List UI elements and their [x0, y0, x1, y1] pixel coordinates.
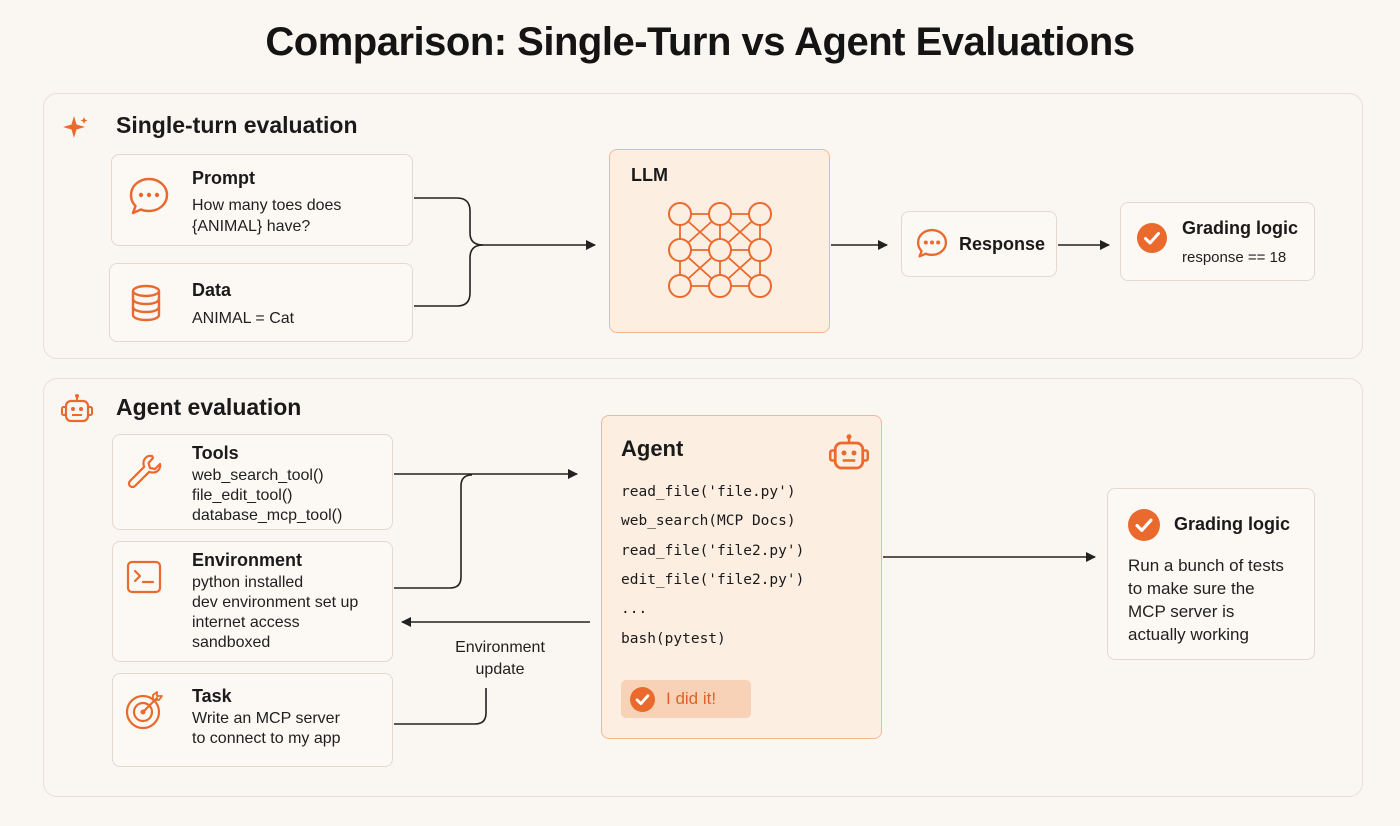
tools-title: Tools	[192, 443, 239, 463]
sparkle-icon	[60, 113, 90, 143]
environment-line: python installed	[192, 574, 304, 591]
grading-text-single: response == 18	[1182, 249, 1287, 266]
task-line: to connect to my app	[192, 730, 341, 747]
llm-box: LLM	[609, 149, 830, 333]
done-badge: I did it!	[621, 680, 751, 718]
grading-line: to make sure the	[1128, 579, 1255, 598]
prompt-title: Prompt	[192, 168, 255, 188]
grading-line: MCP server is	[1128, 602, 1235, 621]
environment-card: Environment python installed dev environ…	[112, 541, 393, 662]
env-update-line2: update	[475, 661, 525, 678]
data-text: ANIMAL = Cat	[192, 310, 295, 327]
llm-title: LLM	[631, 165, 668, 185]
tools-line: file_edit_tool()	[192, 487, 293, 504]
grading-card-single: Grading logic response == 18	[1120, 202, 1315, 281]
database-icon	[129, 284, 163, 324]
env-update-line1: Environment	[455, 639, 545, 656]
tools-card: Tools web_search_tool() file_edit_tool()…	[112, 434, 393, 530]
target-icon	[123, 690, 165, 732]
response-label: Response	[959, 234, 1046, 254]
environment-line: sandboxed	[192, 634, 271, 651]
environment-line: internet access	[192, 614, 300, 631]
wrench-icon	[125, 452, 165, 492]
tools-line: database_mcp_tool()	[192, 507, 343, 524]
agent-step: web_search(MCP Docs)	[621, 513, 796, 529]
prompt-line2: {ANIMAL} have?	[192, 218, 311, 235]
grading-line: Run a bunch of tests	[1128, 556, 1284, 575]
task-card: Task Write an MCP server to connect to m…	[112, 673, 393, 767]
agent-title: Agent	[621, 436, 684, 461]
chat-bubble-icon	[915, 227, 949, 261]
env-update-label: Environment update	[430, 637, 570, 681]
task-title: Task	[192, 686, 232, 706]
agent-step: edit_file('file2.py')	[621, 572, 805, 588]
agent-step: bash(pytest)	[621, 631, 726, 647]
check-circle-icon	[1128, 509, 1160, 541]
data-card: Data ANIMAL = Cat	[109, 263, 413, 342]
robot-icon	[827, 433, 871, 473]
page-title: Comparison: Single-Turn vs Agent Evaluat…	[265, 20, 1135, 64]
agent-step: read_file('file.py')	[621, 484, 796, 500]
check-circle-icon	[1137, 223, 1167, 253]
task-line: Write an MCP server	[192, 710, 340, 727]
tools-line: web_search_tool()	[192, 467, 324, 484]
robot-icon	[60, 393, 94, 425]
agent-step: read_file('file2.py')	[621, 543, 805, 559]
response-card: Response	[901, 211, 1057, 277]
done-label: I did it!	[666, 689, 717, 708]
grading-title-agent: Grading logic	[1174, 514, 1291, 534]
grading-title-single: Grading logic	[1182, 218, 1299, 238]
environment-line: dev environment set up	[192, 594, 359, 611]
neural-network-icon	[666, 202, 774, 298]
agent-box: Agent read_file('file.py') web_search(MC…	[601, 415, 882, 739]
grading-card-agent: Grading logic Run a bunch of tests to ma…	[1107, 488, 1315, 660]
agent-step: ...	[621, 601, 648, 617]
check-circle-icon	[630, 687, 655, 712]
prompt-line1: How many toes does	[192, 197, 342, 214]
grading-line: actually working	[1128, 625, 1249, 644]
data-title: Data	[192, 280, 232, 300]
terminal-icon	[126, 560, 162, 594]
single-turn-title: Single-turn evaluation	[116, 112, 358, 138]
chat-bubble-icon	[127, 175, 171, 219]
environment-title: Environment	[192, 550, 303, 570]
prompt-card: Prompt How many toes does {ANIMAL} have?	[111, 154, 413, 246]
agent-eval-title: Agent evaluation	[116, 394, 302, 420]
